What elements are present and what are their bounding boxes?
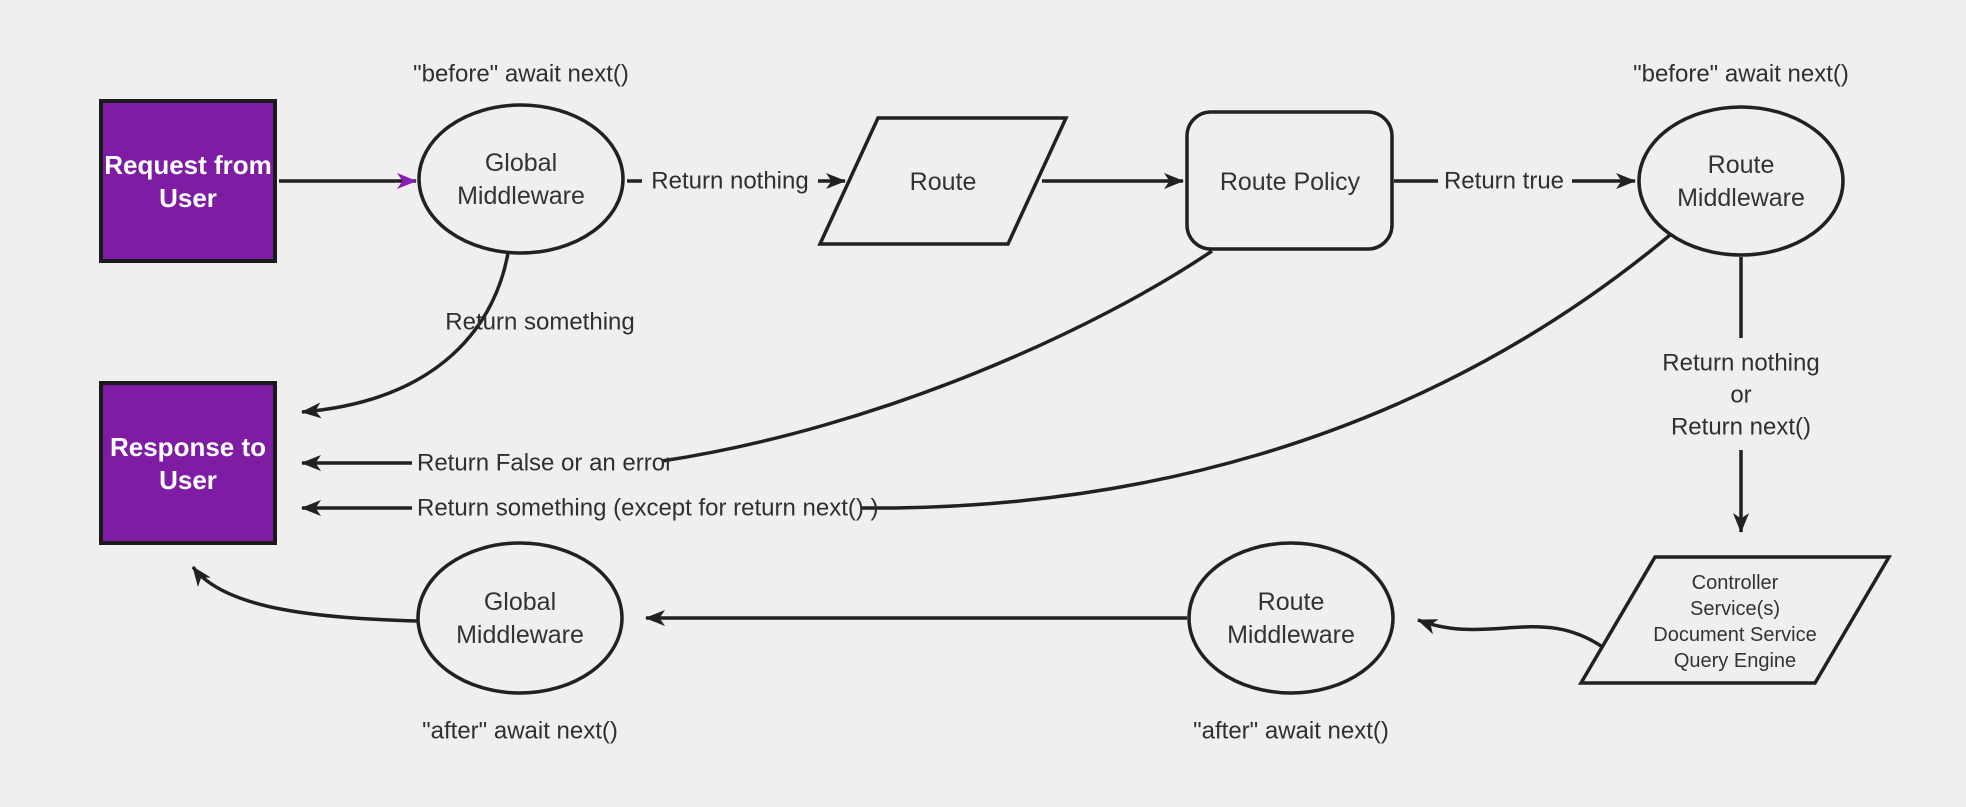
edge-route-policy-to-response-curve (661, 249, 1213, 463)
global-middleware-bottom-ellipse: Global Middleware (416, 541, 624, 695)
edge-label-return-nothing-or-2: or (1730, 382, 1751, 409)
edge-label-return-nothing-or-3: Return next() (1671, 414, 1811, 441)
edge-global-middleware-bottom-to-response (191, 565, 418, 623)
global-middleware-top-label-line1: Global (485, 149, 557, 177)
request-from-user-label-line1: Request from (104, 150, 272, 180)
response-to-user-label-line1: Response to (110, 432, 266, 462)
request-from-user-rect (99, 99, 277, 263)
route-middleware-bottom-label-line1: Route (1258, 588, 1325, 616)
label-after-await-next-left: "after" await next() (422, 718, 618, 745)
edge-label-return-something-except: Return something (except for return next… (417, 495, 879, 522)
route-middleware-top-shape (1637, 105, 1845, 257)
edge-controller-to-route-middleware-bottom (1417, 618, 1614, 656)
route-label: Route (910, 168, 977, 196)
label-after-await-next-right: "after" await next() (1193, 718, 1389, 745)
edge-label-return-nothing: Return nothing (651, 168, 808, 195)
response-to-user-rect (99, 381, 277, 545)
request-from-user-label-line2: User (159, 183, 217, 213)
route-policy-shape (1185, 110, 1394, 251)
route-middleware-bottom-label-line2: Middleware (1227, 621, 1355, 649)
controller-services-shape (1577, 555, 1893, 685)
global-middleware-top-shape (417, 103, 625, 255)
route-middleware-bottom-shape (1187, 541, 1395, 695)
route-middleware-top-ellipse: Route Middleware (1637, 105, 1845, 257)
route-middleware-bottom-ellipse: Route Middleware (1187, 541, 1395, 695)
request-from-user-box: Request from User (99, 99, 277, 263)
edge-global-middleware-to-response (301, 252, 510, 419)
global-middleware-top-label-line2: Middleware (457, 182, 585, 210)
route-policy-label: Route Policy (1220, 168, 1361, 196)
controller-label-line3: Document Service (1653, 624, 1816, 646)
controller-label-line4: Query Engine (1674, 650, 1796, 672)
route-policy-box: Route Policy (1185, 110, 1394, 251)
label-before-await-next-left: "before" await next() (413, 61, 629, 88)
response-to-user-label-line2: User (159, 465, 217, 495)
edge-label-return-nothing-or-1: Return nothing (1662, 350, 1819, 377)
label-before-await-next-right: "before" await next() (1633, 61, 1849, 88)
global-middleware-bottom-label-line1: Global (484, 588, 556, 616)
global-middleware-top-ellipse: Global Middleware (417, 103, 625, 255)
controller-services-parallelogram: Controller Service(s) Document Service Q… (1577, 555, 1893, 685)
route-shape (817, 116, 1069, 246)
controller-label-line1: Controller (1692, 572, 1779, 594)
route-middleware-top-label-line1: Route (1708, 151, 1775, 179)
global-middleware-bottom-label-line2: Middleware (456, 621, 584, 649)
global-middleware-bottom-shape (416, 541, 624, 695)
route-parallelogram: Route (817, 116, 1069, 246)
route-middleware-top-label-line2: Middleware (1677, 184, 1805, 212)
edge-label-return-false-or-error: Return False or an error (417, 450, 673, 477)
response-to-user-box: Response to User (99, 381, 277, 545)
controller-label-line2: Service(s) (1690, 598, 1780, 620)
edge-route-middleware-to-response-curve (862, 233, 1672, 510)
edge-label-return-something: Return something (445, 309, 634, 336)
edge-label-return-true: Return true (1444, 168, 1564, 195)
